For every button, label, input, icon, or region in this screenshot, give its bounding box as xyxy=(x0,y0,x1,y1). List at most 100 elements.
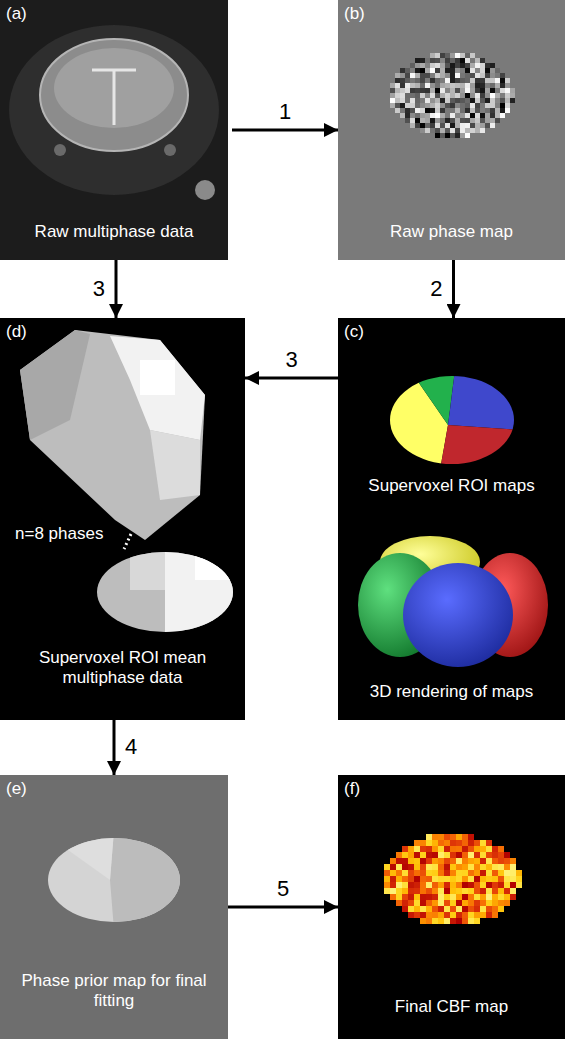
phase-pixel xyxy=(415,68,420,73)
cbf-pixel xyxy=(450,882,456,888)
cbf-pixel xyxy=(456,900,462,906)
cbf-pixel xyxy=(402,906,408,912)
phase-pixel xyxy=(490,88,495,93)
cbf-pixel xyxy=(438,918,444,924)
phase-pixel xyxy=(475,98,480,103)
phase-pixel xyxy=(475,103,480,108)
cbf-pixel xyxy=(414,906,420,912)
phase-pixel xyxy=(400,73,405,78)
cbf-pixel xyxy=(510,858,516,864)
phase-pixel xyxy=(480,78,485,83)
phase-pixel xyxy=(435,58,440,63)
cbf-pixel xyxy=(456,882,462,888)
phase-pixel xyxy=(440,53,445,58)
step-number: 3 xyxy=(282,348,300,372)
phase-pixel xyxy=(495,68,500,73)
phase-pixel xyxy=(490,113,495,118)
panel-caption: 3D rendering of maps xyxy=(338,682,565,702)
cbf-pixel xyxy=(444,876,450,882)
cbf-pixel xyxy=(462,900,468,906)
phase-pixel xyxy=(435,133,440,138)
phase-pixel xyxy=(400,78,405,83)
phase-pixel xyxy=(465,133,470,138)
cbf-pixel xyxy=(504,870,510,876)
slice-block xyxy=(130,550,165,590)
cbf-pixel xyxy=(516,876,522,882)
phase-pixel xyxy=(415,98,420,103)
cbf-pixel xyxy=(486,906,492,912)
cbf-pixel xyxy=(468,876,474,882)
phase-pixel xyxy=(445,128,450,133)
phase-pixel xyxy=(445,78,450,83)
cbf-pixel xyxy=(414,858,420,864)
cbf-pixel xyxy=(420,918,426,924)
cbf-pixel xyxy=(486,900,492,906)
step-number: 4 xyxy=(122,735,140,759)
cbf-pixel xyxy=(480,882,486,888)
cbf-pixel xyxy=(444,882,450,888)
cbf-pixel xyxy=(438,888,444,894)
cbf-pixel xyxy=(432,858,438,864)
phase-pixel xyxy=(435,103,440,108)
cbf-pixel xyxy=(420,858,426,864)
panel-ground xyxy=(338,318,565,720)
phase-pixel xyxy=(425,118,430,123)
cbf-pixel xyxy=(456,894,462,900)
step-number: 3 xyxy=(90,277,108,301)
cbf-pixel xyxy=(486,858,492,864)
cbf-pixel xyxy=(438,900,444,906)
cbf-pixel xyxy=(390,894,396,900)
phase-pixel xyxy=(460,63,465,68)
phase-pixel xyxy=(410,83,415,88)
figure-panel: (c)Supervoxel ROI maps3D rendering of ma… xyxy=(338,318,565,720)
phase-pixel xyxy=(445,123,450,128)
phase-pixel xyxy=(485,88,490,93)
cbf-pixel xyxy=(486,882,492,888)
phase-pixel xyxy=(455,113,460,118)
cbf-pixel xyxy=(432,846,438,852)
phase-pixel xyxy=(485,73,490,78)
phase-pixel xyxy=(400,68,405,73)
phase-pixel xyxy=(425,83,430,88)
cbf-pixel xyxy=(444,900,450,906)
phase-pixel xyxy=(410,88,415,93)
phase-pixel xyxy=(435,88,440,93)
phase-pixel xyxy=(420,83,425,88)
cbf-pixel xyxy=(384,876,390,882)
phase-pixel xyxy=(500,113,505,118)
phase-pixel xyxy=(490,108,495,113)
cbf-pixel xyxy=(486,888,492,894)
phase-pixel xyxy=(475,63,480,68)
cbf-pixel xyxy=(438,870,444,876)
phase-pixel xyxy=(455,118,460,123)
cbf-pixel xyxy=(498,900,504,906)
cbf-pixel xyxy=(498,870,504,876)
phase-pixel xyxy=(485,83,490,88)
phase-pixel xyxy=(470,103,475,108)
phase-pixel xyxy=(470,63,475,68)
phase-pixel xyxy=(490,118,495,123)
tissue-spot xyxy=(54,144,66,156)
phase-pixel xyxy=(490,93,495,98)
cbf-pixel xyxy=(462,846,468,852)
step-number: 5 xyxy=(274,877,292,901)
phase-pixel xyxy=(460,113,465,118)
phase-pixel xyxy=(475,93,480,98)
phase-pixel xyxy=(420,118,425,123)
phase-pixel xyxy=(460,93,465,98)
panel-caption: Phase prior map for final fitting xyxy=(10,971,218,1012)
phase-pixel xyxy=(440,58,445,63)
phase-pixel xyxy=(485,93,490,98)
cbf-pixel xyxy=(450,888,456,894)
phase-pixel xyxy=(450,88,455,93)
cbf-pixel xyxy=(498,864,504,870)
phase-pixel xyxy=(415,73,420,78)
cbf-pixel xyxy=(438,840,444,846)
cbf-pixel xyxy=(414,846,420,852)
cbf-pixel xyxy=(474,864,480,870)
phase-pixel xyxy=(485,118,490,123)
panel-ground xyxy=(338,0,565,260)
phase-pixel xyxy=(420,58,425,63)
cbf-pixel xyxy=(432,906,438,912)
phase-pixel xyxy=(450,98,455,103)
